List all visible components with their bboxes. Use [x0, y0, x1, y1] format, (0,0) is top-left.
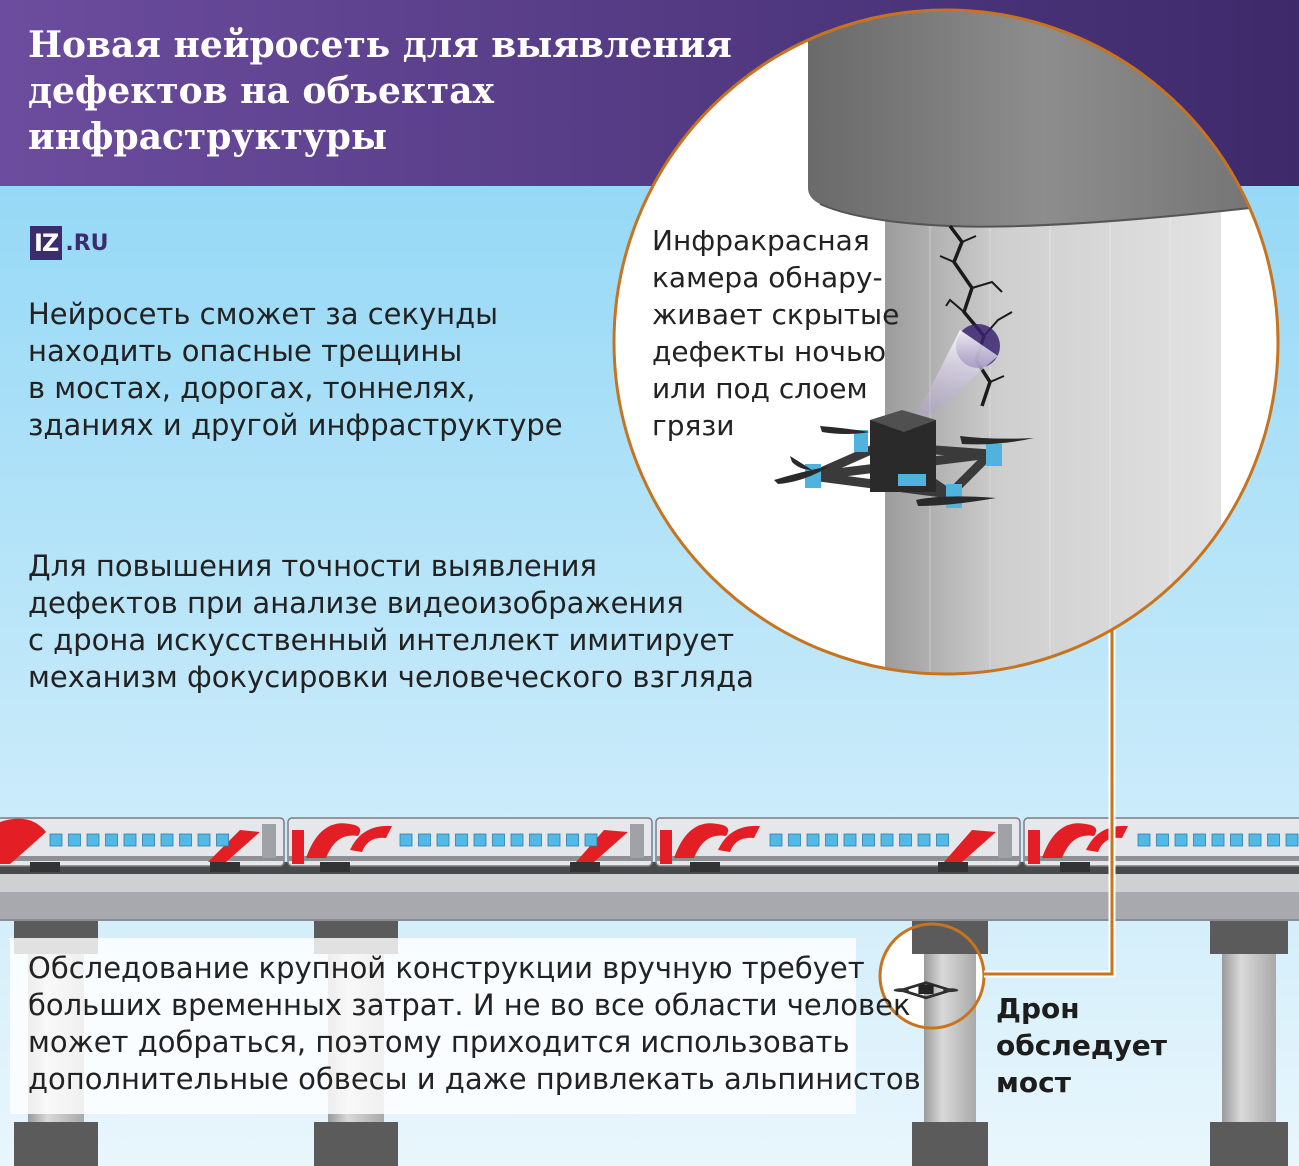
train-windows: [49, 833, 1299, 847]
train-window: [123, 833, 137, 847]
manual-inspection-box: [10, 938, 856, 1114]
train: [0, 817, 1299, 872]
train-window: [529, 833, 542, 847]
train-window: [1267, 833, 1280, 847]
train-window: [179, 833, 192, 847]
train-car: [0, 817, 285, 872]
logo-mark: IZ: [30, 226, 63, 260]
train-window: [142, 833, 155, 847]
tiny-drone-icon: [893, 981, 959, 1000]
intro-text: Нейросеть сможет за секунды находить опа…: [28, 297, 563, 442]
train-car: [287, 817, 653, 872]
train-window: [1248, 833, 1262, 847]
train-window: [862, 833, 875, 847]
page-title: Новая нейросеть для выявления дефектов н…: [28, 22, 732, 160]
train-window: [584, 833, 598, 847]
train-window: [160, 833, 174, 847]
drone-icon: [774, 410, 1034, 508]
train-window: [547, 833, 561, 847]
manual-inspection-text: Обследование крупной конструкции вручную…: [28, 951, 921, 1096]
train-window: [1156, 833, 1169, 847]
title-line: дефектов на объектах: [28, 70, 494, 112]
train-window: [936, 833, 949, 847]
logo-suffix: .RU: [65, 230, 109, 256]
train-window: [418, 833, 431, 847]
train-window: [769, 833, 783, 847]
train-window: [899, 833, 912, 847]
infrared-beam: [906, 330, 998, 436]
drone-caption: Дрон обследует мост: [996, 992, 1167, 1099]
infrared-camera-text: Инфракрасная камера обнару- живает скрыт…: [652, 224, 900, 442]
train-window: [455, 833, 468, 847]
train-window: [1137, 833, 1151, 847]
train-window: [436, 833, 450, 847]
train-window: [1285, 833, 1299, 847]
train-window: [1230, 833, 1243, 847]
train-window: [825, 833, 838, 847]
train-window: [68, 833, 81, 847]
train-window: [1174, 833, 1188, 847]
title-line: инфраструктуры: [28, 116, 388, 158]
train-window: [473, 833, 487, 847]
train-window: [216, 833, 229, 847]
bridge-column: [1210, 918, 1288, 1166]
train-window: [86, 833, 100, 847]
train-window: [49, 833, 63, 847]
train-car: [655, 817, 1021, 872]
train-window: [788, 833, 801, 847]
title-line: Новая нейросеть для выявления: [28, 24, 732, 66]
train-window: [492, 833, 505, 847]
train-window: [1193, 833, 1206, 847]
train-window: [510, 833, 524, 847]
train-window: [843, 833, 857, 847]
big-zoom-circle: [612, 8, 1280, 676]
train-window: [1211, 833, 1225, 847]
train-window: [197, 833, 211, 847]
accuracy-text: Для повышения точности выявления дефекто…: [28, 549, 754, 694]
bridge-deck: [0, 862, 1299, 921]
train-window: [105, 833, 118, 847]
train-window: [880, 833, 894, 847]
train-window: [917, 833, 931, 847]
train-window: [806, 833, 820, 847]
iz-logo: IZ .RU: [30, 226, 109, 260]
train-window: [566, 833, 579, 847]
train-window: [399, 833, 413, 847]
